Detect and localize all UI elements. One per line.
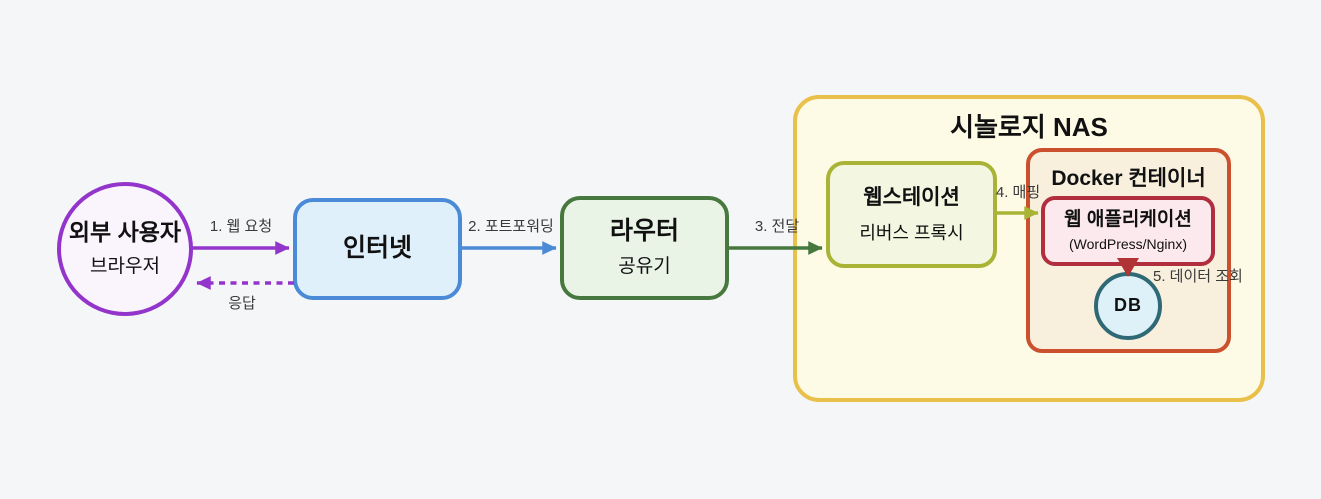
edge-label-forward: 3. 전달 [754, 218, 800, 235]
edge-label-portforward: 2. 포트포워딩 [468, 218, 554, 235]
edge-label-request: 1. 웹 요청 [209, 218, 273, 235]
nas-title: 시놀로지 NAS [950, 112, 1108, 142]
webstation-subtitle: 리버스 프록시 [859, 222, 964, 243]
docker-title: Docker 컨테이너 [1051, 167, 1206, 190]
webstation-title: 웹스테이션 [863, 185, 960, 209]
edge-label-response: 응답 [228, 295, 256, 312]
node-internet: 인터넷 [293, 198, 462, 300]
router-subtitle: 공유기 [618, 255, 671, 277]
external-user-subtitle: 브라우저 [90, 256, 160, 278]
node-router: 라우터 공유기 [560, 196, 729, 300]
db-title: DB [1114, 295, 1142, 316]
edge-label-dbquery: 5. 데이터 조회 [1153, 268, 1243, 285]
router-title: 라우터 [609, 217, 679, 246]
node-external-user: 외부 사용자 브라우저 [57, 182, 193, 316]
external-user-title: 외부 사용자 [68, 218, 182, 245]
node-webstation: 웹스테이션 리버스 프록시 [826, 161, 997, 268]
edge-label-mapping: 4. 매핑 [995, 184, 1041, 201]
web-application-title: 웹 애플리케이션 [1064, 208, 1192, 230]
internet-title: 인터넷 [342, 234, 412, 263]
node-db: DB [1094, 272, 1162, 340]
web-application-subtitle: (WordPress/Nginx) [1069, 235, 1187, 252]
node-web-application: 웹 애플리케이션 (WordPress/Nginx) [1041, 196, 1215, 266]
